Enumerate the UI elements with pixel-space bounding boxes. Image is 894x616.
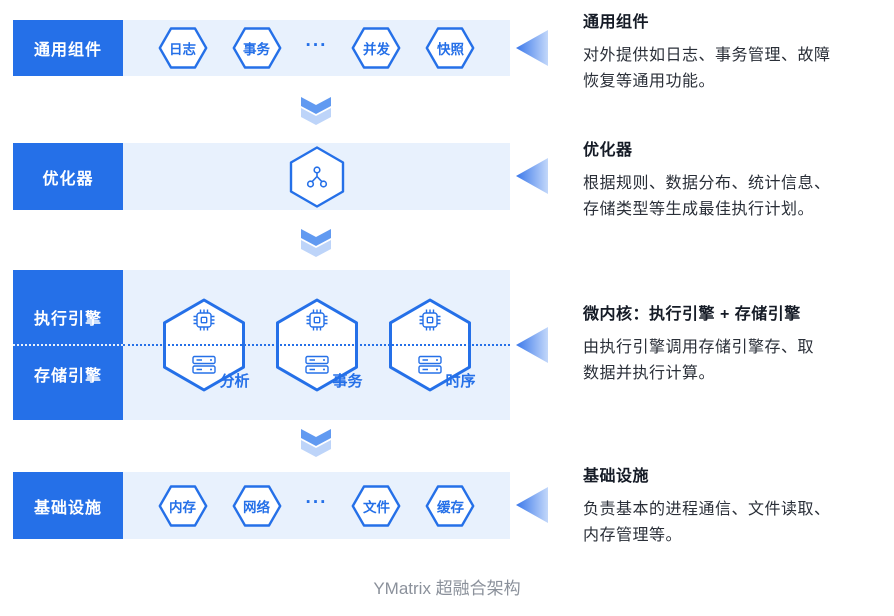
arrow-left-icon — [516, 487, 548, 523]
hexagon-shape-icon — [352, 484, 401, 527]
engine-hexagon-label: 事务 — [332, 373, 363, 390]
layer-band-common-components: 日志 事务 ··· 并发 快照 — [123, 20, 510, 76]
hexagon-shape-icon — [232, 27, 281, 69]
note-microkernel: 微内核：执行引擎 + 存储引擎 由执行引擎调用存储引擎存、取 数据并执行计算。 — [583, 300, 875, 387]
note-common-components: 通用组件 对外提供如日志、事务管理、故障 恢复等通用功能。 — [583, 8, 875, 95]
storage-db-icon — [191, 355, 217, 375]
component-hexagon-memory: 内存 — [158, 484, 208, 527]
layer-row-optimizer: 优化器 — [13, 143, 510, 210]
note-title: 基础设施 — [583, 468, 650, 485]
component-hexagon-logs: 日志 — [158, 27, 208, 69]
execution-engine-label: 执行引擎 — [33, 310, 102, 328]
storage-db-icon — [304, 355, 330, 375]
layer-row-engines: 执行引擎 存储引擎 分析 — [13, 270, 510, 420]
note-body: 由执行引擎调用存储引擎存、取 数据并执行计算。 — [583, 339, 815, 382]
component-hexagon-snapshot: 快照 — [425, 27, 475, 69]
engine-divider-dotted-line — [13, 344, 123, 346]
arrow-left-icon — [516, 30, 548, 66]
cpu-chip-icon — [191, 307, 217, 333]
chevron-down-icon — [301, 429, 331, 457]
hexagon-shape-icon — [158, 484, 207, 527]
layer-row-infrastructure: 基础设施 内存 网络 ··· 文件 缓存 — [13, 472, 510, 539]
hexagon-label: 文件 — [362, 499, 390, 515]
component-hexagon-file: 文件 — [351, 484, 401, 527]
layer-band-optimizer — [123, 143, 510, 210]
layer-label-optimizer: 优化器 — [13, 143, 123, 210]
note-body: 负责基本的进程通信、文件读取、 内存管理等。 — [583, 501, 831, 544]
component-hexagon-transactions: 事务 — [232, 27, 282, 69]
chevron-down-icon — [301, 229, 331, 257]
engine-divider-dotted-line — [123, 344, 510, 346]
optimizer-graph-icon — [289, 146, 345, 208]
note-title: 优化器 — [583, 142, 633, 159]
storage-engine-label: 存储引擎 — [33, 367, 102, 385]
hexagon-label: 事务 — [243, 42, 270, 57]
hexagon-label: 内存 — [169, 499, 196, 515]
ellipsis-dots: ··· — [305, 34, 328, 56]
layer-band-infrastructure: 内存 网络 ··· 文件 缓存 — [123, 472, 510, 539]
hexagon-shape-icon — [426, 27, 475, 69]
arrow-left-icon — [516, 327, 548, 363]
note-title: 通用组件 — [583, 14, 650, 31]
component-hexagon-concurrency: 并发 — [351, 27, 401, 69]
chevron-down-icon — [301, 97, 331, 125]
hexagon-label: 网络 — [243, 499, 270, 515]
hexagon-label: 并发 — [362, 42, 390, 57]
note-optimizer: 优化器 根据规则、数据分布、统计信息、 存储类型等生成最佳执行计划。 — [583, 136, 875, 223]
optimizer-hexagon — [289, 145, 345, 208]
layer-row-common-components: 通用组件 日志 事务 ··· 并发 快照 — [13, 20, 510, 76]
engine-hexagon-label: 分析 — [219, 373, 250, 390]
note-infrastructure: 基础设施 负责基本的进程通信、文件读取、 内存管理等。 — [583, 462, 875, 549]
component-hexagon-cache: 缓存 — [425, 484, 475, 527]
storage-db-icon — [417, 355, 443, 375]
cpu-chip-icon — [304, 307, 330, 333]
hexagon-shape-icon — [352, 27, 401, 69]
note-body: 根据规则、数据分布、统计信息、 存储类型等生成最佳执行计划。 — [583, 175, 831, 218]
ellipsis-dots: ··· — [305, 492, 328, 513]
layer-label-infrastructure: 基础设施 — [13, 472, 123, 539]
layer-label-common-components: 通用组件 — [13, 20, 123, 76]
hexagon-label: 缓存 — [436, 499, 464, 515]
arrow-left-icon — [516, 158, 548, 194]
hexagon-shape-icon — [232, 484, 281, 527]
note-body: 对外提供如日志、事务管理、故障 恢复等通用功能。 — [583, 47, 831, 90]
hexagon-shape-icon — [426, 484, 475, 527]
note-title: 微内核：执行引擎 + 存储引擎 — [583, 306, 801, 323]
cpu-chip-icon — [417, 307, 443, 333]
hexagon-label: 快照 — [436, 42, 464, 57]
hexagon-label: 日志 — [169, 42, 196, 57]
component-hexagon-network: 网络 — [232, 484, 282, 527]
hexagon-shape-icon — [158, 27, 207, 69]
engine-hexagon-label: 时序 — [445, 373, 476, 390]
diagram-caption: YMatrix 超融合架构 — [373, 579, 521, 598]
